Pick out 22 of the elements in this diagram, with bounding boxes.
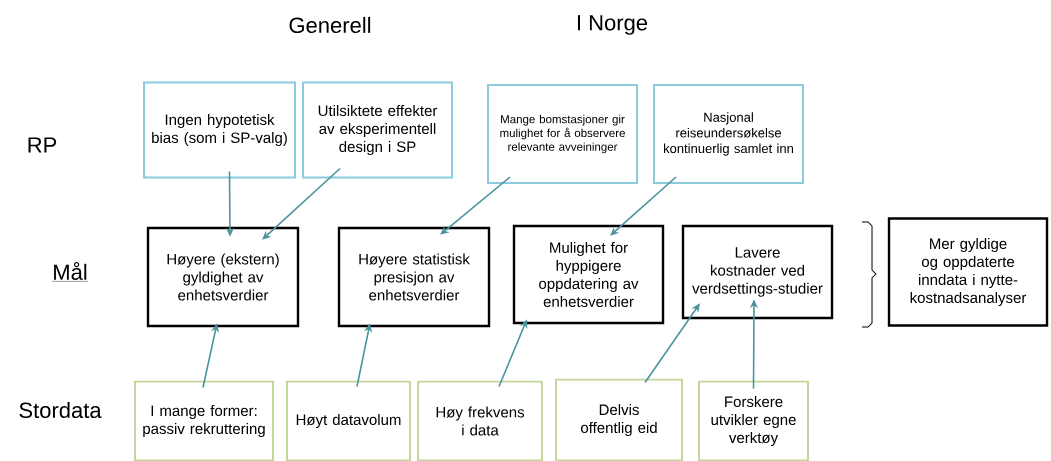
column-heading: Generell	[289, 16, 371, 34]
row-label: RP	[28, 137, 57, 153]
source-box: Delvis offentlig eid	[555, 378, 683, 461]
arrow	[610, 176, 677, 236]
goal-box: Lavere kostnader ved verdsettings-studier	[681, 224, 834, 320]
source-box: Ingen hypotetisk bias (som i SP-valg)	[143, 81, 296, 179]
goal-box: Høyere (ekstern) gyldighet av enhetsverdier	[146, 226, 300, 328]
column-heading: I Norge	[577, 15, 648, 35]
goal-box: Høyere statistisk presisjon av enhetsverdier	[337, 226, 491, 328]
source-box: Høy frekvens i data	[417, 380, 543, 461]
goal-box: Mer gyldige og oppdaterte inndata i nytte-kostnadsanalyser	[887, 217, 1049, 327]
arrow	[262, 167, 341, 240]
goal-box: Mulighet for hyppigere oppdatering av enhetsverdier	[512, 224, 665, 325]
row-label: Mål	[52, 262, 88, 282]
arrow	[440, 176, 511, 235]
source-box: Forskere utvikler egne verktøy	[698, 380, 809, 461]
source-box: Høyt datavolum	[286, 380, 411, 461]
source-box: Mange bomstasjoner gir mulighet for å observere relevante avveininger	[487, 84, 638, 184]
source-box: Utilsiktete effekter av eksperimentell design i SP	[302, 81, 453, 179]
row-label: Stordata	[19, 401, 102, 419]
source-box: Nasjonal reiseundersøkelse kontinuerlig samlet inn	[653, 84, 804, 184]
source-box: I mange former: passiv rekruttering	[134, 380, 274, 461]
